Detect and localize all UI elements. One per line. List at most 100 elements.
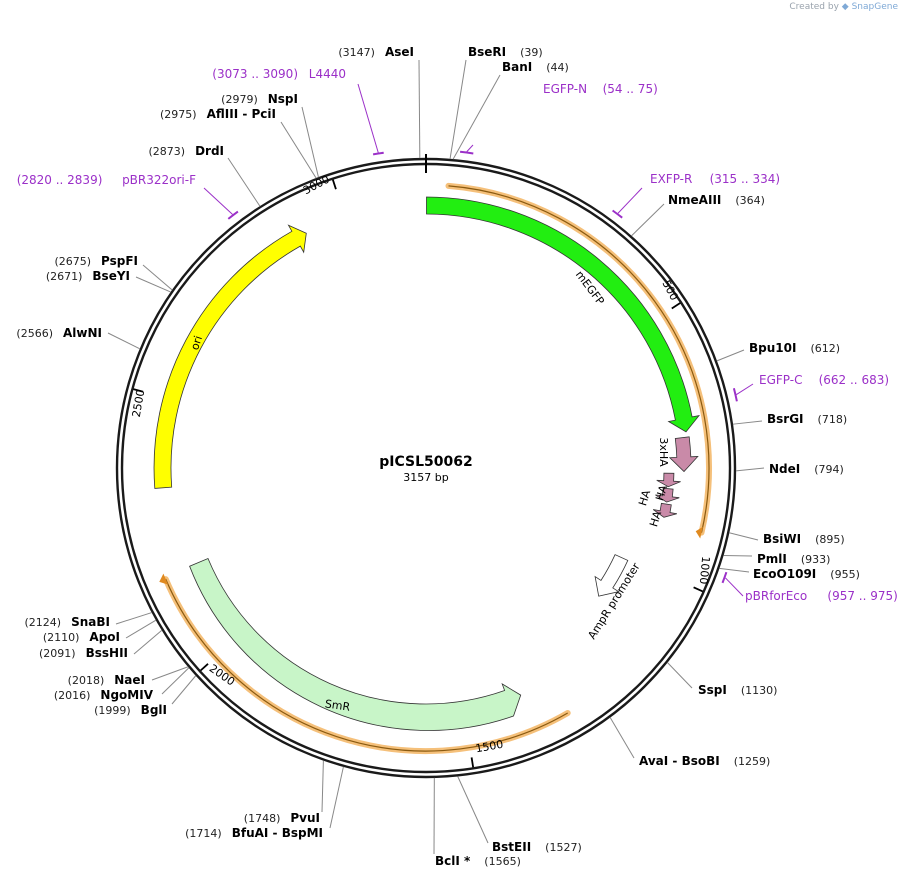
enzyme-label: AvaI - BsoBI (1259) — [639, 754, 770, 768]
enzyme-name: BssHII — [86, 646, 128, 660]
primer-range: (2820 .. 2839) — [17, 173, 103, 187]
enzyme-leader — [133, 629, 163, 655]
enzyme-label: EcoO109I(955) — [753, 567, 860, 581]
enzyme-position: (1999) — [94, 704, 131, 717]
primer-leader — [736, 383, 754, 395]
primers: L4440(3073 .. 3090)EGFP-N(54 .. 75)EXFP-… — [17, 67, 898, 603]
enzyme-leader — [115, 612, 152, 625]
feature-label: HA — [653, 483, 670, 502]
enzyme-name: ApoI — [89, 630, 120, 644]
feature-3xha — [668, 436, 699, 473]
enzyme-position: (2873) — [148, 145, 185, 158]
snapgene-logo-icon: ◆ — [841, 2, 849, 12]
enzyme-name: AlwNI — [63, 326, 102, 340]
feature-label: HA — [647, 509, 664, 528]
enzyme-label: (1999)BglI — [94, 703, 167, 717]
primer-leader — [357, 83, 379, 153]
enzyme-leader — [609, 717, 635, 759]
credit-brand: SnapGene — [851, 2, 898, 12]
band-arrowhead-icon — [695, 526, 703, 539]
primer-range: (315 .. 334) — [710, 172, 780, 186]
enzyme-leader — [321, 760, 324, 813]
enzyme-label: (2566) AlwNI — [16, 326, 102, 340]
snapgene-credit: Created by ◆ SnapGene — [789, 2, 898, 12]
enzyme-position: (1259) — [734, 755, 771, 768]
enzyme-label: BanI(44) — [502, 60, 569, 74]
tick-label: 1500 — [474, 738, 504, 756]
feature-megfp — [426, 196, 700, 433]
enzyme-name: PvuI — [290, 811, 320, 825]
primer-leader — [617, 187, 643, 214]
enzyme-position: (39) — [520, 46, 543, 59]
feature-smr — [189, 557, 522, 731]
enzyme-label: BstEII(1527) — [492, 840, 582, 854]
enzyme-position: (612) — [810, 342, 840, 355]
enzyme-label: NdeI(794) — [769, 462, 844, 476]
feature-ampr-promoter — [594, 554, 629, 597]
enzyme-label: (1748) PvuI — [244, 811, 320, 825]
enzyme-leader — [457, 776, 489, 844]
enzyme-label: (2124)SnaBI — [25, 615, 110, 629]
primer-mark — [227, 210, 239, 220]
enzyme-position: (2671) — [46, 270, 83, 283]
enzyme-label: BclI *(1565) — [435, 854, 521, 868]
primer-mark — [459, 150, 474, 155]
enzyme-position: (2016) — [54, 689, 91, 702]
enzyme-leader — [107, 332, 141, 350]
enzyme-name: PmlI — [757, 552, 787, 566]
enzyme-position: (2110) — [43, 631, 80, 644]
enzyme-name: NmeAIII — [668, 193, 721, 207]
enzyme-position: (2124) — [25, 616, 62, 629]
primer-mark — [721, 571, 728, 584]
tick-mark — [470, 757, 475, 768]
enzyme-label: BseRI (39) — [468, 45, 543, 59]
enzyme-leader — [723, 554, 753, 557]
enzyme-label: (2675)PspFI — [54, 254, 138, 268]
enzyme-position: (2975) — [160, 108, 197, 121]
enzyme-name: DrdI — [195, 144, 224, 158]
enzyme-name: SspI — [698, 683, 727, 697]
primer-mark — [372, 151, 384, 156]
enzyme-label: BsrGI(718) — [767, 412, 847, 426]
enzyme-position: (718) — [818, 413, 848, 426]
enzyme-position: (1748) — [244, 812, 281, 825]
enzyme-position: (1130) — [741, 684, 778, 697]
enzyme-name: NaeI — [114, 673, 145, 687]
enzyme-name: AvaI - BsoBI — [639, 754, 720, 768]
enzyme-label: (2110) ApoI — [43, 630, 120, 644]
enzyme-label: (2671)BseYI — [46, 269, 130, 283]
enzyme-position: (933) — [801, 553, 831, 566]
enzyme-label: NmeAIII(364) — [668, 193, 765, 207]
enzyme-leader — [732, 420, 763, 425]
enzyme-leader — [125, 619, 157, 639]
primer-name: EGFP-N — [543, 82, 587, 96]
primer-range: (54 .. 75) — [603, 82, 658, 96]
primer-name: pBR322ori-F — [122, 173, 196, 187]
enzyme-name: NgoMIV — [100, 688, 153, 702]
tick-label: 3000 — [301, 173, 332, 198]
primer-leader — [203, 187, 233, 215]
primer-range: (662 .. 683) — [819, 373, 889, 387]
enzyme-leader — [719, 567, 750, 573]
tick-mark — [331, 179, 337, 190]
enzyme-label: BsiWI(895) — [763, 532, 845, 546]
primer-leader — [466, 144, 474, 152]
enzyme-position: (1714) — [185, 827, 222, 840]
enzyme-name: BclI * — [435, 854, 471, 868]
enzyme-leader — [161, 667, 190, 695]
enzyme-position: (955) — [830, 568, 860, 581]
enzyme-position: (2566) — [16, 327, 53, 340]
tick-label: 1000 — [697, 556, 712, 585]
enzyme-name: NspI — [268, 92, 298, 106]
enzyme-name: BsiWI — [763, 532, 801, 546]
enzyme-label: (2975)AflIII - PciI — [160, 107, 276, 121]
enzyme-label: (1714) BfuAI - BspMI — [185, 826, 323, 840]
enzyme-leader — [667, 662, 693, 689]
feature-bands — [159, 182, 712, 755]
enzyme-name: BseRI — [468, 45, 506, 59]
band-arrowhead-icon — [159, 573, 169, 585]
enzyme-name: BfuAI - BspMI — [232, 826, 323, 840]
enzyme-leader — [329, 766, 344, 829]
feature-ha — [655, 487, 680, 503]
enzyme-label: (3147)AseI — [338, 45, 414, 59]
